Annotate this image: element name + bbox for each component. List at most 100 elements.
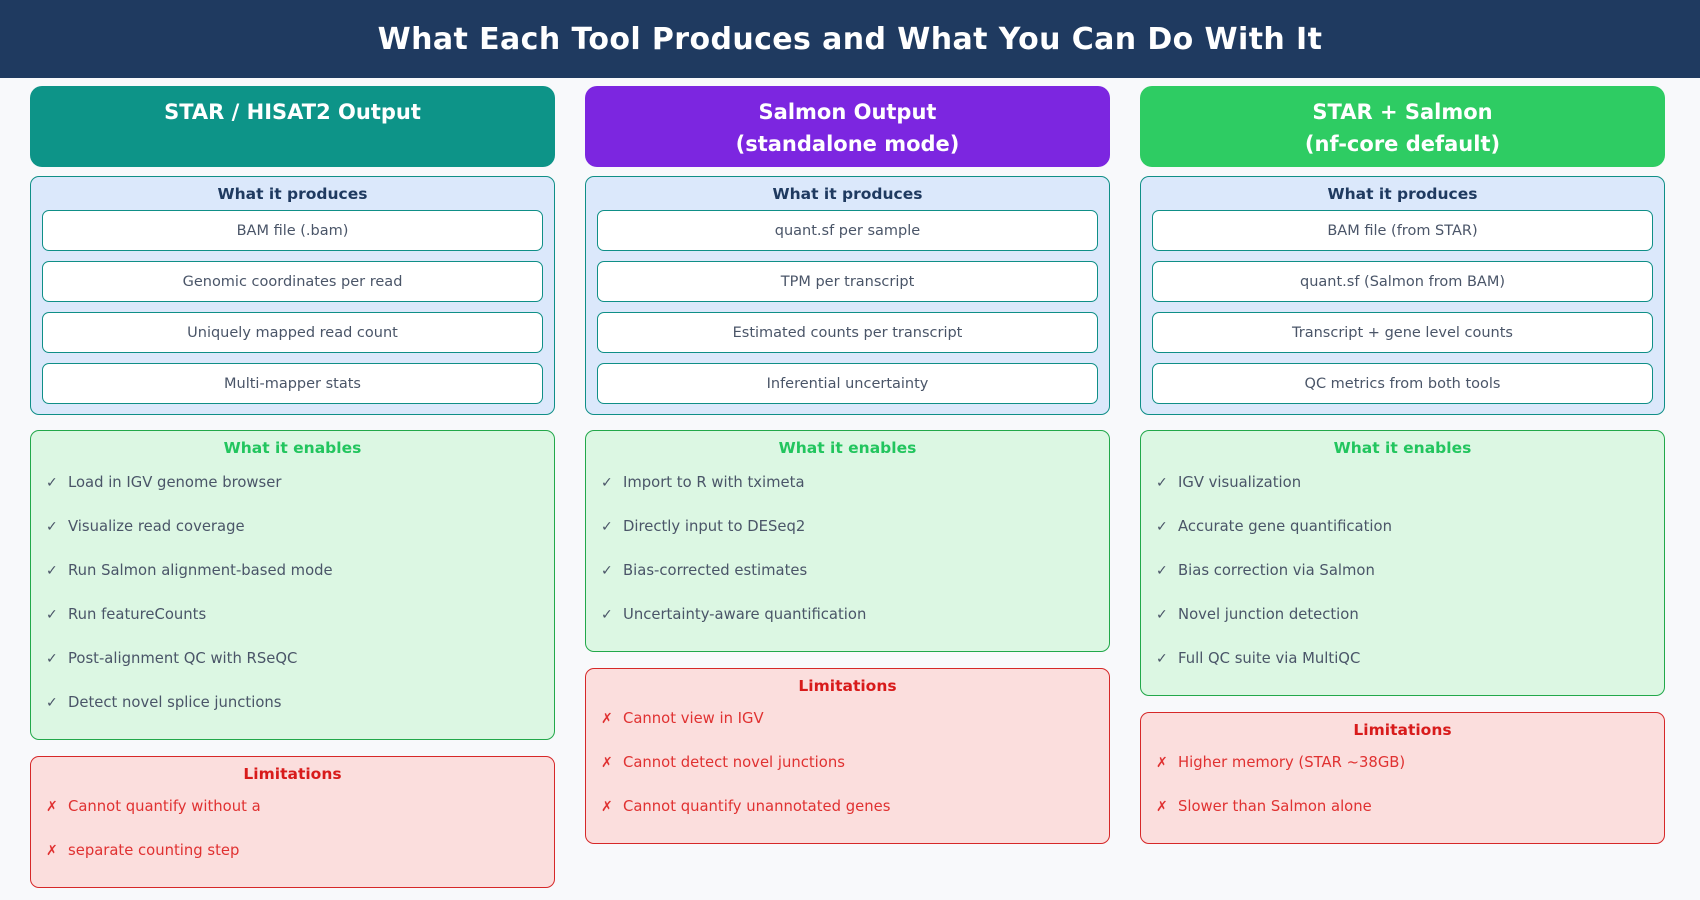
produces-item: Transcript + gene level counts bbox=[1152, 312, 1653, 353]
cross-icon: ✗ bbox=[601, 711, 613, 727]
enables-item-label: Full QC suite via MultiQC bbox=[1178, 650, 1361, 667]
check-icon: ✓ bbox=[601, 607, 613, 623]
enables-item: ✓ Bias correction via Salmon bbox=[1152, 549, 1653, 593]
check-icon: ✓ bbox=[46, 519, 58, 535]
tool-column-salmon: Salmon Output (standalone mode) What it … bbox=[585, 86, 1110, 888]
cross-icon: ✗ bbox=[46, 843, 58, 859]
tool-columns: STAR / HISAT2 Output What it produces BA… bbox=[0, 86, 1700, 888]
limitations-panel-1: Limitations ✗ Cannot quantify without a ✗… bbox=[30, 756, 555, 888]
check-icon: ✓ bbox=[601, 475, 613, 491]
enables-item-label: Import to R with tximeta bbox=[623, 474, 805, 491]
enables-item: ✓ Import to R with tximeta bbox=[597, 461, 1098, 505]
tool-column-star-salmon: STAR + Salmon (nf-core default) What it … bbox=[1140, 86, 1665, 888]
check-icon: ✓ bbox=[46, 651, 58, 667]
enables-item-label: Directly input to DESeq2 bbox=[623, 518, 806, 535]
column-header-star-hisat2: STAR / HISAT2 Output bbox=[30, 86, 555, 167]
column-header-line1: STAR / HISAT2 Output bbox=[164, 100, 421, 124]
check-icon: ✓ bbox=[1156, 475, 1168, 491]
enables-item: ✓ IGV visualization bbox=[1152, 461, 1653, 505]
enables-item: ✓ Load in IGV genome browser bbox=[42, 461, 543, 505]
limitation-item-label: Cannot quantify unannotated genes bbox=[623, 798, 891, 815]
limitation-item: ✗ Cannot quantify unannotated genes bbox=[597, 785, 1098, 829]
limitation-item-label: Cannot quantify without a bbox=[68, 798, 261, 815]
limitation-item: ✗ Cannot view in IGV bbox=[597, 697, 1098, 741]
enables-item-label: Uncertainty-aware quantification bbox=[623, 606, 867, 623]
enables-panel-2: What it enables ✓ Import to R with tximet… bbox=[585, 430, 1110, 652]
enables-title-3: What it enables bbox=[1333, 439, 1472, 457]
enables-item-label: Accurate gene quantification bbox=[1178, 518, 1392, 535]
enables-panel-3: What it enables ✓ IGV visualization ✓ Accu… bbox=[1140, 430, 1665, 696]
tool-column-star-hisat2: STAR / HISAT2 Output What it produces BA… bbox=[30, 86, 555, 888]
column-header-line2: (nf-core default) bbox=[1304, 132, 1501, 156]
limitation-item: ✗ Cannot detect novel junctions bbox=[597, 741, 1098, 785]
limitations-title-2: Limitations bbox=[798, 677, 897, 695]
limitations-title-1: Limitations bbox=[243, 765, 342, 783]
enables-item-label: Run featureCounts bbox=[68, 606, 207, 623]
limitation-item: ✗ separate counting step bbox=[42, 829, 543, 873]
enables-item-label: Bias-corrected estimates bbox=[623, 562, 808, 579]
limitations-panel-2: Limitations ✗ Cannot view in IGV ✗ Cannot … bbox=[585, 668, 1110, 844]
limitation-item-label: Cannot detect novel junctions bbox=[623, 754, 845, 771]
produces-item: TPM per transcript bbox=[597, 261, 1098, 302]
enables-item-label: Bias correction via Salmon bbox=[1178, 562, 1375, 579]
page-title: What Each Tool Produces and What You Can… bbox=[377, 21, 1323, 57]
column-header-line1: Salmon Output bbox=[758, 100, 937, 124]
check-icon: ✓ bbox=[46, 695, 58, 711]
enables-panel-1: What it enables ✓ Load in IGV genome brow… bbox=[30, 430, 555, 740]
produces-item: Estimated counts per transcript bbox=[597, 312, 1098, 353]
enables-item: ✓ Directly input to DESeq2 bbox=[597, 505, 1098, 549]
produces-item: QC metrics from both tools bbox=[1152, 363, 1653, 404]
check-icon: ✓ bbox=[46, 475, 58, 491]
enables-item: ✓Novel junction detection bbox=[1152, 593, 1653, 637]
page-title-bar: What Each Tool Produces and What You Can… bbox=[0, 0, 1700, 78]
enables-item: ✓ Detect novel splice junctions bbox=[42, 681, 543, 725]
produces-panel-2: What it produces quant.sf per sample TPM… bbox=[585, 176, 1110, 415]
cross-icon: ✗ bbox=[601, 799, 613, 815]
check-icon: ✓ bbox=[1156, 651, 1168, 667]
enables-title-1: What it enables bbox=[223, 439, 362, 457]
cross-icon: ✗ bbox=[1156, 755, 1168, 771]
check-icon: ✓ bbox=[601, 563, 613, 579]
limitation-item: ✗Slower than Salmon alone bbox=[1152, 785, 1653, 829]
produces-item: Multi-mapper stats bbox=[42, 363, 543, 404]
enables-item: ✓ Accurate gene quantification bbox=[1152, 505, 1653, 549]
check-icon: ✓ bbox=[46, 607, 58, 623]
column-header-line2: (standalone mode) bbox=[735, 132, 960, 156]
cross-icon: ✗ bbox=[1156, 799, 1168, 815]
produces-item: BAM file (.bam) bbox=[42, 210, 543, 251]
column-header-star-salmon: STAR + Salmon (nf-core default) bbox=[1140, 86, 1665, 167]
cross-icon: ✗ bbox=[601, 755, 613, 771]
enables-item: ✓Post-alignment QC with RSeQC bbox=[42, 637, 543, 681]
limitation-item-label: separate counting step bbox=[68, 842, 240, 859]
enables-item-label: Visualize read coverage bbox=[68, 518, 245, 535]
produces-panel-3: What it produces BAM file (from STAR) qu… bbox=[1140, 176, 1665, 415]
enables-item-label: Load in IGV genome browser bbox=[68, 474, 282, 491]
check-icon: ✓ bbox=[1156, 563, 1168, 579]
produces-title-3: What it produces bbox=[1327, 185, 1478, 203]
limitations-panel-3: Limitations ✗Higher memory (STAR ~38GB) … bbox=[1140, 712, 1665, 844]
check-icon: ✓ bbox=[601, 519, 613, 535]
enables-item: ✓ Bias-corrected estimates bbox=[597, 549, 1098, 593]
limitation-item-label: Cannot view in IGV bbox=[623, 710, 764, 727]
produces-item: quant.sf (Salmon from BAM) bbox=[1152, 261, 1653, 302]
enables-item: ✓ Visualize read coverage bbox=[42, 505, 543, 549]
enables-item-label: Run Salmon alignment-based mode bbox=[68, 562, 333, 579]
produces-title-1: What it produces bbox=[217, 185, 368, 203]
enables-item-label: IGV visualization bbox=[1178, 474, 1302, 491]
limitation-item: ✗ Cannot quantify without a bbox=[42, 785, 543, 829]
limitation-item-label: Higher memory (STAR ~38GB) bbox=[1178, 754, 1406, 771]
enables-item: ✓ Uncertainty-aware quantification bbox=[597, 593, 1098, 637]
enables-item: ✓ Full QC suite via MultiQC bbox=[1152, 637, 1653, 681]
check-icon: ✓ bbox=[1156, 519, 1168, 535]
enables-item-label: Detect novel splice junctions bbox=[68, 694, 282, 711]
enables-title-2: What it enables bbox=[778, 439, 917, 457]
produces-item: Genomic coordinates per read bbox=[42, 261, 543, 302]
limitation-item: ✗ Higher memory (STAR ~38GB) bbox=[1152, 741, 1653, 785]
check-icon: ✓ bbox=[1156, 607, 1168, 623]
produces-item: quant.sf per sample bbox=[597, 210, 1098, 251]
produces-item: Uniquely mapped read count bbox=[42, 312, 543, 353]
cross-icon: ✗ bbox=[46, 799, 58, 815]
produces-panel-1: What it produces BAM file (.bam) Genomic… bbox=[30, 176, 555, 415]
limitations-title-3: Limitations bbox=[1353, 721, 1452, 739]
